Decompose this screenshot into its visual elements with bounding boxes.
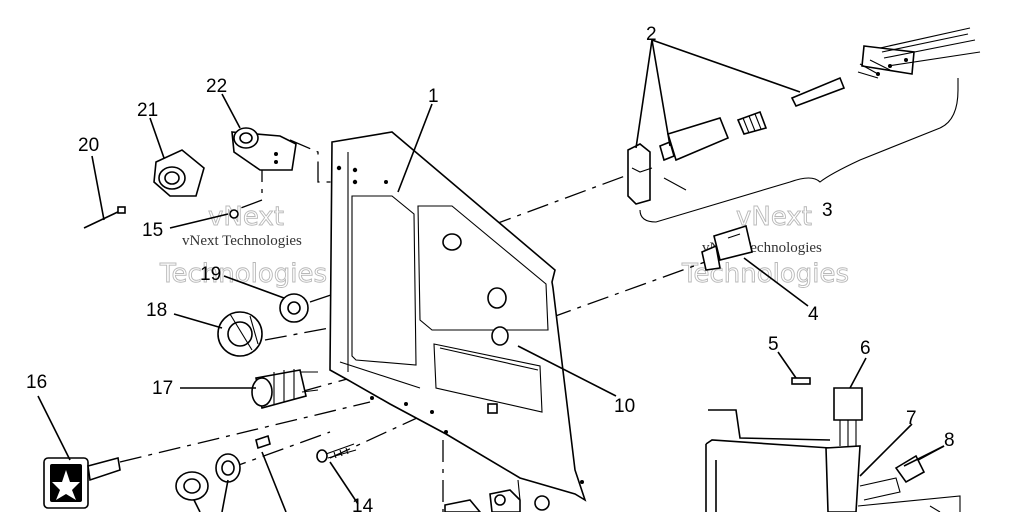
watermark-left-company: vNext Technologies	[182, 233, 302, 249]
label-part-15: 15	[142, 220, 163, 241]
label-part-21: 21	[137, 100, 158, 121]
axis-bracket-upper	[289, 139, 342, 183]
label-part-8: 8	[944, 430, 955, 451]
axis-screw	[329, 411, 431, 459]
label-part-10: 10	[614, 396, 635, 417]
watermark-right-line1: vNext	[736, 202, 812, 232]
label-part-22: 22	[206, 76, 227, 97]
switch-assembly	[627, 27, 981, 223]
label-part-14: 14	[352, 496, 374, 512]
lamp-bracket-parts	[83, 127, 297, 229]
label-part-17: 17	[152, 378, 173, 399]
axis-key	[119, 401, 371, 463]
fasteners-bottom	[175, 434, 357, 501]
label-part-5: 5	[768, 334, 779, 355]
toggle-switch	[701, 224, 753, 271]
control-panel	[329, 131, 587, 502]
part-labels: 2 1 22 21 20 3 15 19 4 18 5 6 16 17 10 7…	[26, 24, 955, 512]
fasteners-left	[217, 293, 319, 409]
label-part-7: 7	[906, 408, 917, 429]
axis-bracket-lower	[224, 160, 263, 215]
key	[43, 457, 121, 509]
label-part-1: 1	[428, 86, 439, 107]
wiring-harness	[705, 377, 961, 512]
label-part-19: 19	[200, 264, 221, 285]
label-part-4: 4	[808, 304, 819, 325]
label-part-18: 18	[146, 300, 167, 321]
label-part-6: 6	[860, 338, 871, 359]
label-part-16: 16	[26, 372, 47, 393]
lower-bracket	[444, 479, 550, 512]
label-part-2: 2	[646, 24, 657, 45]
axis-nut	[224, 431, 331, 471]
axis-switch	[549, 261, 706, 319]
watermark-left: vNext Technologies vNext Technologies	[159, 202, 328, 290]
axis-bracket	[489, 175, 626, 227]
label-part-20: 20	[78, 135, 99, 156]
label-part-3: 3	[822, 200, 833, 221]
watermark-left-line2: Technologies	[159, 259, 327, 289]
leader-lines	[37, 39, 945, 512]
